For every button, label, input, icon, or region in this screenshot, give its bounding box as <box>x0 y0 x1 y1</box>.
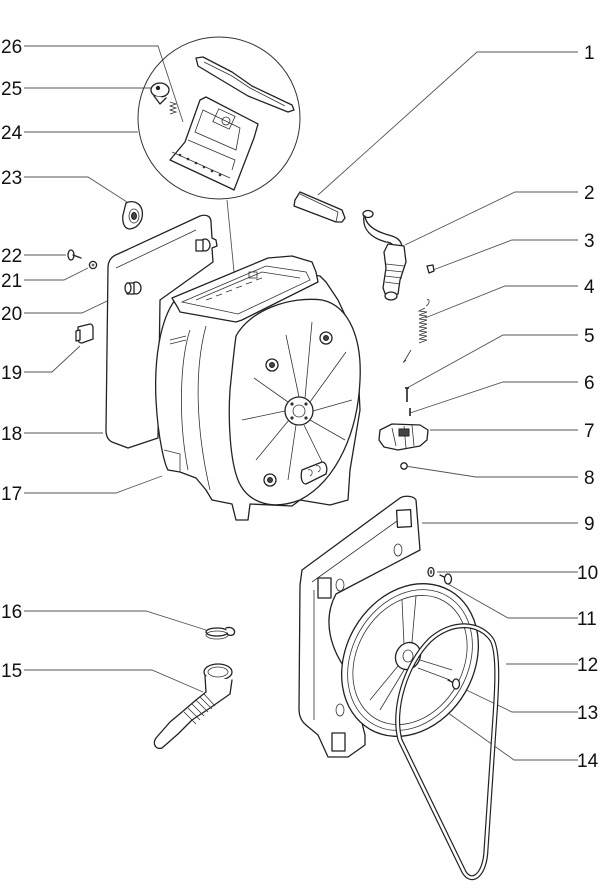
callout-21: 21 <box>1 271 22 292</box>
leader-15 <box>24 669 204 693</box>
part-18-side-panel <box>105 214 218 449</box>
part-11-bolt <box>439 573 453 585</box>
part-9-rear-panel <box>298 495 421 758</box>
leader-19 <box>24 345 81 373</box>
part-22-screw <box>67 249 82 261</box>
part-2-hose <box>362 209 407 301</box>
leader-5 <box>406 334 578 389</box>
callout-13: 13 <box>577 703 598 724</box>
part-13-bolt <box>447 678 461 690</box>
callout-26: 26 <box>1 37 22 58</box>
part-19-bumper <box>75 323 94 344</box>
leader-lines <box>24 45 578 761</box>
panel-peg-top <box>195 238 211 252</box>
leader-17 <box>24 475 163 494</box>
callout-24: 24 <box>1 123 23 144</box>
callout-4: 4 <box>584 277 595 298</box>
detail-inset <box>137 36 301 200</box>
callout-23: 23 <box>1 168 22 189</box>
callout-2: 2 <box>584 183 595 204</box>
leader-23 <box>24 176 128 203</box>
callout-22: 22 <box>1 246 22 267</box>
callout-6: 6 <box>584 373 595 394</box>
callout-25: 25 <box>1 79 22 100</box>
part-10-washer <box>427 566 435 578</box>
callout-10: 10 <box>577 563 598 584</box>
callout-1: 1 <box>584 43 595 64</box>
callout-16: 16 <box>1 602 22 623</box>
callout-9: 9 <box>584 514 595 535</box>
callout-8: 8 <box>584 468 595 489</box>
part-14-pulley <box>340 583 480 737</box>
part-25-latch <box>150 82 170 105</box>
callout-20: 20 <box>1 304 22 325</box>
callout-14: 14 <box>577 751 599 772</box>
callout-labels: 1 2 3 4 5 6 7 8 9 10 11 12 13 14 15 16 1… <box>1 37 599 772</box>
part-12-belt <box>395 623 500 881</box>
callout-5: 5 <box>584 326 595 347</box>
callout-18: 18 <box>1 424 22 445</box>
part-15-drain-hose <box>153 663 233 750</box>
callout-12: 12 <box>577 655 598 676</box>
leader-16 <box>24 610 207 631</box>
callout-3: 3 <box>584 231 595 252</box>
part-5-screw <box>405 387 409 402</box>
part-20-pin <box>124 281 142 295</box>
leader-21 <box>24 267 89 281</box>
part-1-trim <box>293 191 346 223</box>
part-8-nut <box>400 462 408 470</box>
part-7-door-lock <box>378 423 429 451</box>
leader-3 <box>432 239 578 271</box>
leader-6 <box>409 381 578 414</box>
leader-8 <box>404 465 578 478</box>
part-17-tub <box>155 255 361 521</box>
leader-4 <box>424 285 578 319</box>
part-21-washer <box>88 260 98 270</box>
leader-11 <box>447 583 578 619</box>
tub-bosses <box>263 331 333 487</box>
part-4-spring <box>403 299 430 363</box>
part-24-cover <box>169 96 259 191</box>
callout-17: 17 <box>1 484 22 505</box>
callout-7: 7 <box>584 421 595 442</box>
part-3-clip <box>426 264 435 274</box>
callout-15: 15 <box>1 661 22 682</box>
leader-14 <box>429 699 578 761</box>
detail-circle <box>137 36 301 200</box>
leader-13 <box>457 685 578 713</box>
part-16-clamp <box>205 626 236 640</box>
leader-26 <box>24 45 184 123</box>
callout-11: 11 <box>577 609 597 630</box>
leader-2 <box>404 191 578 246</box>
part-26-spring <box>168 101 178 115</box>
part-23-bearing <box>122 201 144 230</box>
callout-19: 19 <box>1 363 22 384</box>
leader-1 <box>317 51 578 196</box>
tub-ribs <box>241 321 353 481</box>
